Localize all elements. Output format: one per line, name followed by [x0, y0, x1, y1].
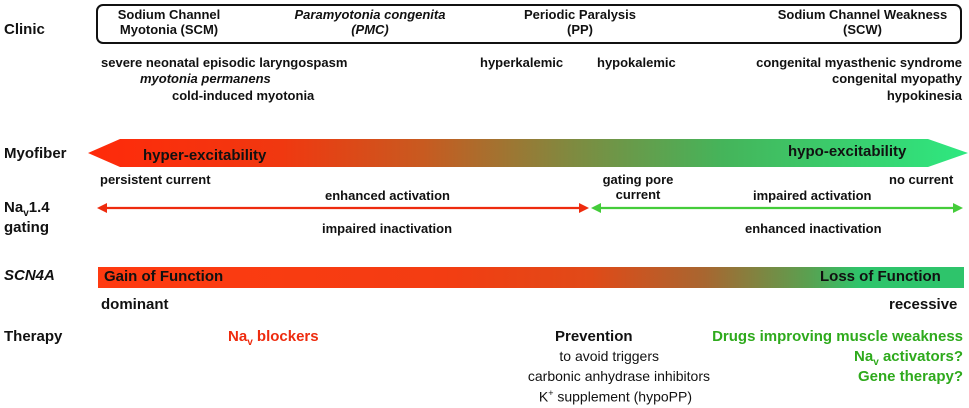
clinic-scw-line2: (SCW)	[843, 22, 882, 37]
clinic-detail-hyperkalemic: hyperkalemic	[480, 55, 564, 70]
gating-pore-line1: gating pore	[602, 172, 674, 187]
gain-gating-arrow	[97, 203, 589, 213]
clinic-detail-myopathy: congenital myopathy	[831, 71, 962, 86]
clinic-detail-myasthenic: congenital myasthenic syndrome	[756, 55, 962, 70]
therapy-nav-activators: Nav activators?	[854, 348, 963, 368]
clinic-pp: Periodic Paralysis (PP)	[495, 7, 665, 37]
scn4a-loss-label: Loss of Function	[820, 268, 941, 285]
myofiber-gradient-arrow	[88, 139, 968, 167]
row-label-scn4a: SCN4A	[4, 267, 55, 284]
gating-pore-line2: current	[615, 187, 661, 202]
therapy-nav-blockers-rest: blockers	[252, 328, 319, 345]
gating-enhanced-activation: enhanced activation	[325, 188, 450, 203]
nav-version: 1.4	[28, 199, 50, 216]
gating-arrows	[97, 203, 963, 213]
scn4a-function-bar	[98, 267, 964, 288]
therapy-activators-rest: activators?	[878, 348, 963, 365]
clinic-detail-hypokinesia: hypokinesia	[886, 88, 962, 103]
therapy-prevention-triggers: to avoid triggers	[559, 348, 659, 364]
scn4a-gain-label: Gain of Function	[104, 268, 224, 285]
clinic-detail-hypokalemic: hypokalemic	[597, 55, 676, 70]
clinic-box	[96, 4, 962, 44]
therapy-prevention-carbonic: carbonic anhydrase inhibitors	[527, 368, 710, 384]
clinic-scm: Sodium Channel Myotonia (SCM)	[104, 7, 234, 37]
clinic-pmc-line1: Paramyotonia congenita	[294, 7, 446, 22]
therapy-activators-sub: v	[873, 357, 879, 368]
row-label-myofiber: Myofiber	[4, 145, 67, 162]
therapy-nav-blockers-sub: v	[247, 337, 253, 348]
clinic-pmc: Paramyotonia congenita (PMC)	[270, 7, 470, 37]
nav-text: Na	[4, 199, 24, 216]
myofiber-hypo-label: hypo-excitability	[788, 143, 907, 160]
therapy-drugs-weakness: Drugs improving muscle weakness	[712, 328, 963, 345]
nav-subscript: v	[23, 208, 29, 219]
clinic-pmc-line2: (PMC)	[351, 22, 389, 37]
clinic-detail-myotonia-permanens: myotonia permanens	[140, 71, 271, 86]
clinic-detail-cold-induced: cold-induced myotonia	[172, 88, 315, 103]
gating-pore-current: gating pore current	[598, 172, 678, 202]
gating-impaired-activation: impaired activation	[753, 188, 872, 203]
loss-gating-arrow	[591, 203, 963, 213]
therapy-k-text: K	[538, 388, 549, 405]
clinic-scm-line2: Myotonia (SCM)	[119, 22, 219, 37]
myofiber-hyper-label: hyper-excitability	[143, 147, 267, 164]
therapy-nav-blockers-text: Na	[228, 328, 248, 345]
inheritance-dominant: dominant	[101, 296, 169, 313]
therapy-k-superscript: +	[548, 388, 554, 398]
inheritance-recessive: recessive	[889, 296, 958, 313]
clinic-scm-line1: Sodium Channel	[117, 7, 221, 22]
gating-no-current: no current	[889, 172, 954, 187]
therapy-prevention-k-supplement: K+ supplement (hypoPP)	[539, 388, 692, 405]
therapy-gene: Gene therapy?	[857, 368, 963, 385]
gating-enhanced-inactivation: enhanced inactivation	[745, 221, 882, 236]
gating-impaired-inactivation: impaired inactivation	[322, 221, 453, 236]
row-label-clinic: Clinic	[4, 21, 45, 38]
therapy-prevention: Prevention	[555, 328, 633, 345]
therapy-k-rest: supplement (hypoPP)	[553, 388, 692, 405]
clinic-scw: Sodium Channel Weakness (SCW)	[765, 7, 960, 37]
clinic-pp-line2: (PP)	[567, 22, 593, 37]
clinic-scw-line1: Sodium Channel Weakness	[777, 7, 948, 22]
therapy-nav-blockers: Nav blockers	[228, 328, 319, 348]
row-label-nav: Nav1.4	[4, 199, 50, 219]
row-label-therapy: Therapy	[4, 328, 63, 345]
gating-persistent-current: persistent current	[100, 172, 211, 187]
therapy-activators-text: Na	[854, 348, 874, 365]
clinic-detail-laryngospasm: severe neonatal episodic laryngospasm	[101, 55, 348, 70]
row-label-gating: gating	[4, 219, 49, 236]
clinic-pp-line1: Periodic Paralysis	[523, 7, 636, 22]
